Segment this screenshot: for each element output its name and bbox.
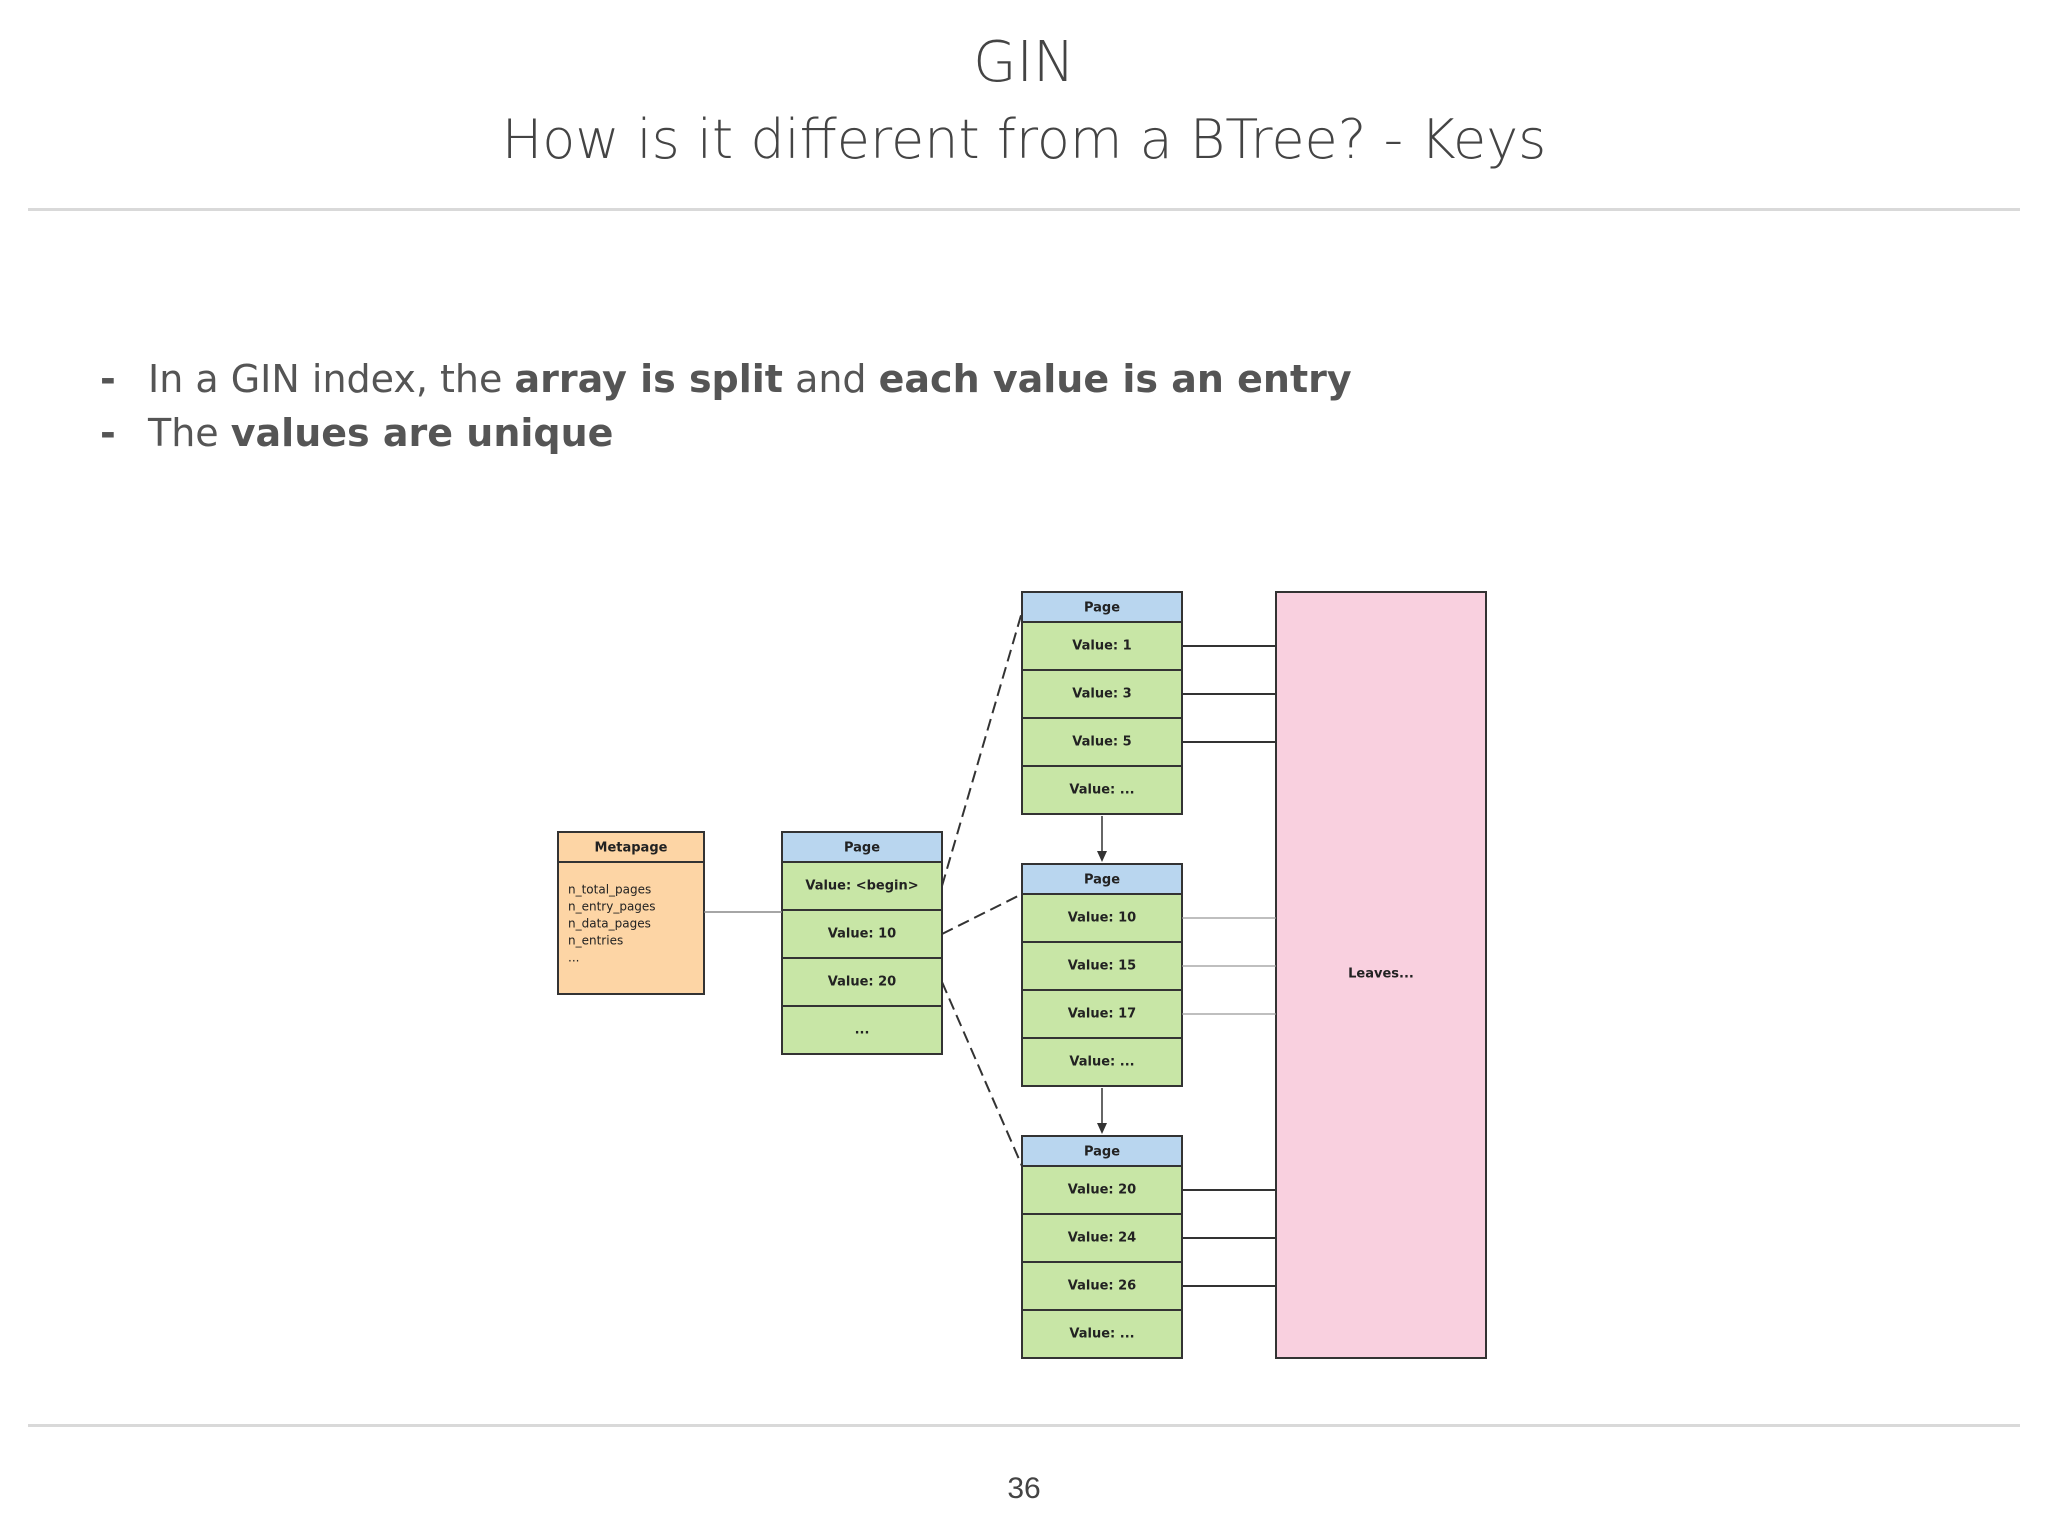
slide-subtitle: How is it different from a BTree? - Keys — [501, 108, 1547, 171]
leaf-page-1-header-label: Page — [1084, 601, 1120, 616]
header-divider — [28, 208, 2020, 211]
metapage-field: n_entries — [568, 934, 623, 948]
leaf-page-3-row-label: Value: 20 — [1068, 1183, 1136, 1198]
leaf-page-1-header — [1021, 591, 1183, 623]
leaf-page-3-row-label: Value: ... — [1069, 1327, 1134, 1342]
root-page-row — [781, 909, 943, 959]
root-page-row-label: Value: <begin> — [805, 879, 918, 894]
leaf-page-2-row-label: Value: 10 — [1068, 911, 1136, 926]
metapage-header-label: Metapage — [595, 841, 668, 856]
leaf-page-3-row — [1021, 1165, 1183, 1215]
leaf-page-2-row-label: Value: ... — [1069, 1055, 1134, 1070]
root-to-leaf-link — [941, 981, 1023, 1167]
leaf-page-3-header-label: Page — [1084, 1145, 1120, 1160]
bullet-dash: - — [100, 357, 116, 401]
leaf-page-3-row — [1021, 1309, 1183, 1359]
leaves-label: Leaves... — [1348, 967, 1414, 982]
root-page-row-label: ... — [855, 1023, 870, 1038]
metapage-body — [557, 861, 705, 995]
bullet-item: -The values are unique — [100, 406, 1352, 460]
leaf-page-2-row — [1021, 1037, 1183, 1087]
bullet-emphasis: array is split — [514, 357, 783, 401]
bullet-text: In a GIN index, the — [148, 357, 515, 401]
root-page-row-label: Value: 20 — [828, 975, 896, 990]
leaf-page-3-header — [1021, 1135, 1183, 1167]
leaf-page-2-row-label: Value: 17 — [1068, 1007, 1136, 1022]
metapage-field: n_entry_pages — [568, 900, 656, 914]
leaf-page-2-header-label: Page — [1084, 873, 1120, 888]
root-page-row-label: Value: 10 — [828, 927, 896, 942]
next-page-arrowhead — [1097, 851, 1107, 862]
metapage-field: n_data_pages — [568, 917, 651, 931]
leaf-page-1-row — [1021, 669, 1183, 719]
bullet-dash: - — [100, 411, 116, 455]
leaf-page-2-row — [1021, 893, 1183, 943]
leaf-page-3-row-label: Value: 26 — [1068, 1279, 1136, 1294]
leaves-box — [1275, 591, 1487, 1359]
metapage-field: ... — [568, 951, 579, 965]
leaf-page-1-row-label: Value: ... — [1069, 783, 1134, 798]
footer-divider — [28, 1424, 2020, 1427]
leaf-page-3-row — [1021, 1213, 1183, 1263]
leaf-page-1-row-label: Value: 1 — [1072, 639, 1131, 654]
root-to-leaf-link — [941, 893, 1023, 935]
leaf-page-2-row — [1021, 941, 1183, 991]
page-number: 36 — [1007, 1472, 1041, 1505]
leaf-page-1-row-label: Value: 5 — [1072, 735, 1131, 750]
root-page-header-label: Page — [844, 841, 880, 856]
root-to-leaf-link — [941, 611, 1023, 887]
root-page-row — [781, 861, 943, 911]
bullet-text: and — [782, 357, 879, 401]
next-page-arrowhead — [1097, 1123, 1107, 1134]
leaf-page-1-row-label: Value: 3 — [1072, 687, 1131, 702]
leaf-page-2-row-label: Value: 15 — [1068, 959, 1136, 974]
root-page-row — [781, 957, 943, 1007]
root-page-row — [781, 1005, 943, 1055]
leaf-page-3-row-label: Value: 24 — [1068, 1231, 1136, 1246]
bullet-text: The — [148, 411, 231, 455]
slide-title: GIN — [973, 30, 1075, 95]
bullet-emphasis: each value is an entry — [878, 357, 1352, 401]
metapage-field: n_total_pages — [568, 883, 651, 897]
bullet-emphasis: values are unique — [230, 411, 614, 455]
leaf-page-2-row — [1021, 989, 1183, 1039]
leaf-page-1-row — [1021, 621, 1183, 671]
leaf-page-1-row — [1021, 765, 1183, 815]
bullet-list: -In a GIN index, the array is split and … — [100, 352, 1352, 460]
bullet-item: -In a GIN index, the array is split and … — [100, 352, 1352, 406]
